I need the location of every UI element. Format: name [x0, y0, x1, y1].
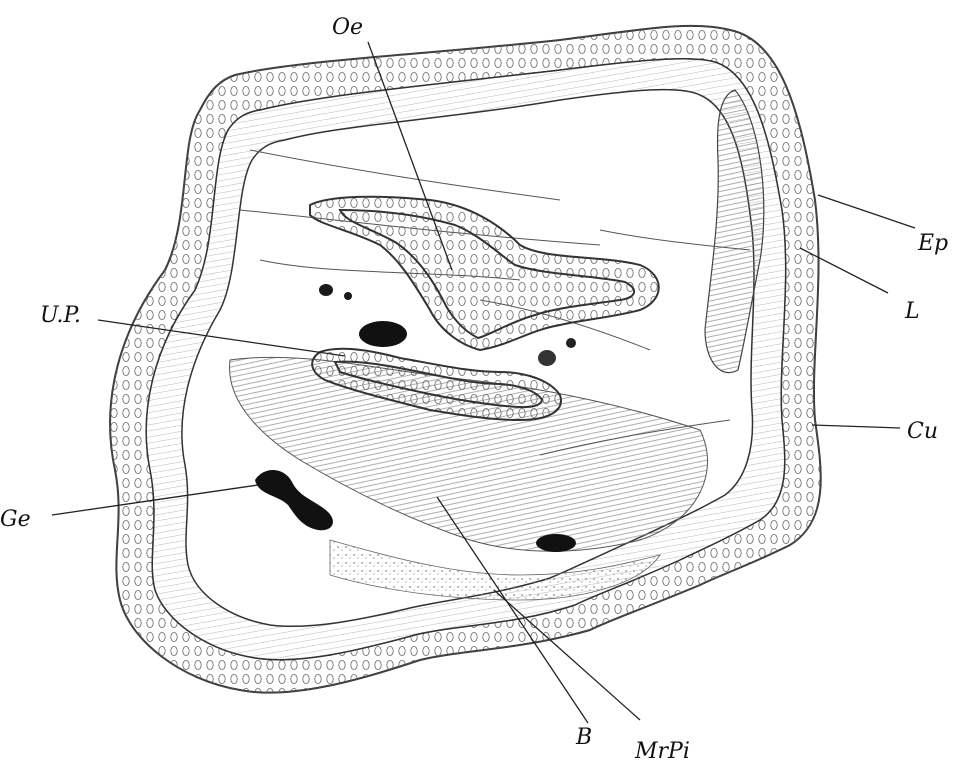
label-ge: Ge — [0, 507, 31, 532]
dark-nucleus — [344, 292, 352, 300]
label-l: L — [904, 299, 920, 324]
label-up: U.P. — [40, 303, 81, 328]
ganglion-ge — [255, 470, 333, 530]
dark-nucleus — [319, 284, 333, 296]
dark-nucleus — [359, 321, 407, 347]
label-oe: Oe — [332, 15, 363, 40]
label-cu: Cu — [907, 419, 938, 444]
leader-ep — [818, 195, 915, 228]
oesophagus — [310, 197, 659, 350]
dark-nucleus — [536, 534, 576, 552]
label-b: B — [575, 725, 592, 750]
label-ep: Ep — [917, 231, 948, 256]
dark-nucleus — [538, 350, 556, 366]
label-mrpi: MrPi — [634, 739, 690, 763]
leader-cu — [812, 425, 900, 428]
dark-nucleus — [566, 338, 576, 348]
